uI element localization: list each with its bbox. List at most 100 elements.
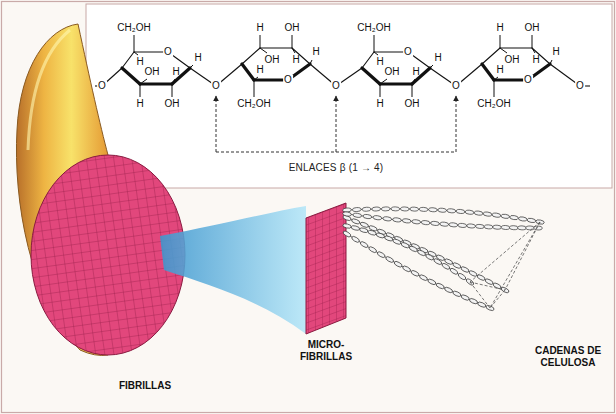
substituent-bond [380,79,387,84]
substituent-bond [310,60,312,64]
lattice-line [470,282,490,308]
ring-bond [412,68,430,84]
glucose-bead [452,262,461,269]
glucose-bead [385,256,394,264]
substituent-bond [260,35,261,48]
glucose-bead [391,207,400,211]
glucose-bead [518,226,527,230]
glucose-bead [400,207,409,211]
glucose-bead [359,241,368,249]
glucose-bead [441,262,450,270]
atom-label: O [163,47,173,57]
glucose-bead [368,246,377,254]
substituent-bond [172,84,173,97]
atom-label: CH₂OH [237,99,270,109]
glucose-ring [122,35,193,97]
glucose-bead [460,294,469,301]
glucose-bead [501,214,510,219]
glucose-bead [402,218,411,223]
atom-label: OH [265,55,280,65]
glucose-bead [468,270,477,277]
glucose-bead [509,215,518,220]
atom-label: OH [145,67,160,77]
glucose-bead [362,207,371,211]
glucose-bead [469,298,478,305]
substituent-bond [134,52,138,55]
glucose-bead [393,217,402,222]
glucose-bead [419,207,428,211]
glucose-ring [242,35,312,97]
substituent-bond [140,79,147,84]
substituent-bond [412,79,415,84]
glucose-bead [465,210,474,215]
glucose-bead [381,207,390,211]
glucose-bead [373,215,382,220]
glucose-bead [383,216,392,221]
glucose-bead [402,265,411,273]
structure-label: CADENAS DE CELULOSA [525,345,611,369]
glucose-bead [433,258,442,266]
substituent-bond [190,65,193,68]
chain-axis [347,218,505,290]
substituent-bond [292,35,293,48]
ring-bond [380,82,412,85]
glucose-bead [431,221,440,226]
glucose-bead [484,225,493,229]
glucose-bead [342,230,351,238]
glucose-bead [493,225,502,229]
lattice-line [470,222,540,282]
ring-bond [122,68,140,84]
glucose-bead [458,223,467,228]
glucose-bead [410,207,419,211]
structure-label: MICRO- FIBRILLAS [300,339,352,363]
atom-label: H [412,67,419,77]
atom-label: H [312,47,319,57]
substituent-bond [134,35,135,52]
glucose-bead [444,286,453,293]
ring-bond [260,47,292,48]
glucose-bead [376,232,385,239]
glucose-bead [363,214,372,219]
substituent-bond [532,48,535,53]
atom-label: H [532,55,539,65]
structure-label: FIBRILLAS [119,380,171,392]
atom-label: H [496,23,503,33]
glucose-bead [440,222,449,227]
atom-label: O [403,47,413,57]
glucose-bead [501,225,510,229]
substituent-bond [412,84,413,97]
ring-bond [172,68,190,84]
ring-bond [482,48,500,64]
glucose-bead [457,272,466,280]
glucose-ring [362,35,433,97]
atom-label: H [256,23,263,33]
glucose-bead [483,212,492,217]
glucose-bead [526,226,535,230]
glucose-bead [360,221,369,228]
bracket-arrow [336,96,337,152]
atom-label: H [376,99,383,109]
zoom-cone [160,206,306,334]
lattice-line [505,222,540,290]
atom-label: H [136,99,143,109]
glucose-bead [449,267,458,275]
glucose-bead [421,220,430,225]
chain-axis [347,226,470,282]
glucose-bead [509,226,518,230]
chain-lattice [470,222,540,308]
atom-label: H [194,53,201,63]
fibril-section [31,155,185,355]
lattice-line [490,290,505,308]
atom-label: H [496,65,503,75]
substituent-bond [380,84,381,97]
atom-label: O [283,75,293,85]
ring-bond [292,48,310,64]
glucose-bead [492,213,501,218]
glucose-bead [527,218,536,223]
atom-label: OH [505,55,520,65]
atom-label: OH [385,67,400,77]
atom-label: H [292,55,299,65]
substituent-bond [430,65,433,68]
atom-label: H [376,57,383,67]
